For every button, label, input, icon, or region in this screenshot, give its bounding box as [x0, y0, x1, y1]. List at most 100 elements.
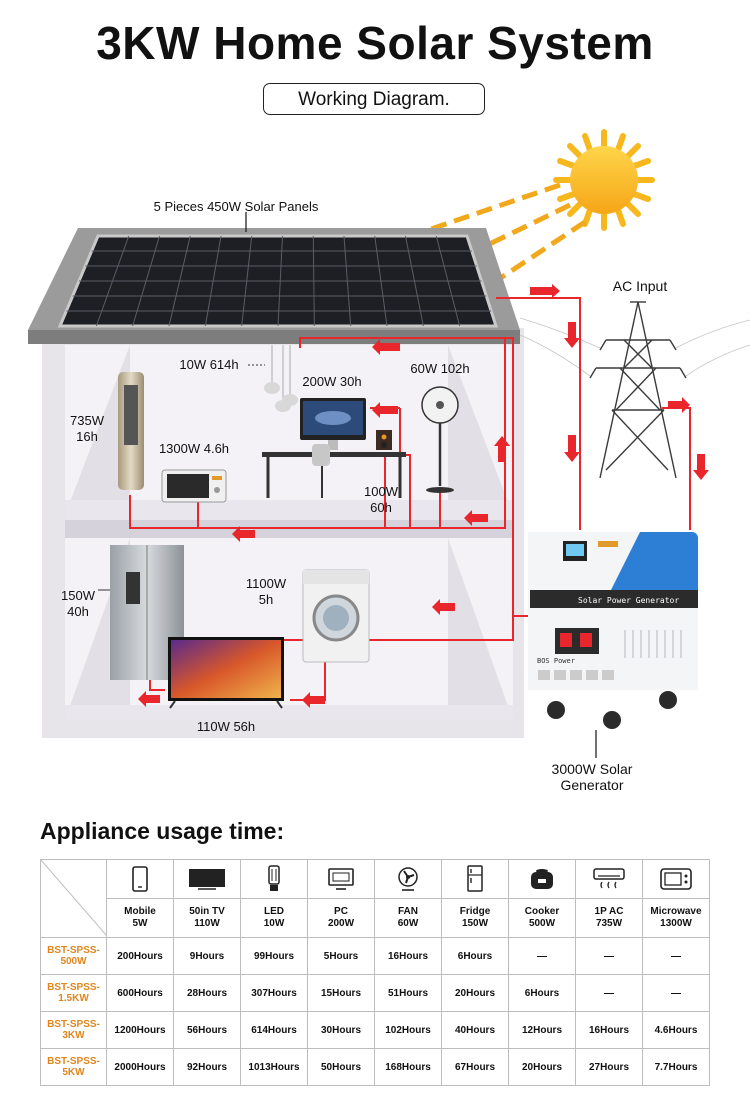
- table-corner: [40, 859, 107, 938]
- cooker-icon: [531, 869, 553, 889]
- washer-label-line2: 5h: [259, 592, 273, 607]
- working-diagram: 5 Pieces 450W Solar Panels AC Input Sola…: [28, 129, 750, 793]
- fan-icon: [421, 386, 459, 493]
- speaker-icon: [376, 430, 392, 450]
- solar-panels-label: 5 Pieces 450W Solar Panels: [154, 199, 319, 214]
- table-cell: 1013Hours: [240, 1048, 308, 1086]
- fan-label: 60W 102h: [410, 361, 469, 376]
- page-title: 3KW Home Solar System: [96, 17, 654, 69]
- column-icon-cell: [173, 859, 241, 899]
- table-cell: 1200Hours: [106, 1011, 174, 1049]
- ac-label-line2: 16h: [76, 429, 98, 444]
- column-icon-cell: [508, 859, 576, 899]
- fridge-icon: [467, 865, 483, 892]
- table-cell: 7.7Hours: [642, 1048, 710, 1086]
- solar-panels: [57, 234, 499, 328]
- generator-model-text: BOS Power: [537, 657, 575, 665]
- tv-icon: [168, 637, 284, 709]
- table-cell: 30Hours: [307, 1011, 375, 1049]
- table-cell: 15Hours: [307, 974, 375, 1012]
- microwave-icon: [660, 868, 692, 890]
- column-icon-cell: [240, 859, 308, 899]
- table-cell: 12Hours: [508, 1011, 576, 1049]
- table-row: BST-SPSS-500W 200Hours 9Hours 99Hours 5H…: [40, 937, 710, 975]
- ac-input-label: AC Input: [613, 278, 668, 294]
- column-icon-cell: [575, 859, 643, 899]
- table-row: BST-SPSS-1.5KW 600Hours 28Hours 307Hours…: [40, 974, 710, 1012]
- corner-diagonal: [41, 860, 107, 936]
- table-cell: 168Hours: [374, 1048, 442, 1086]
- column-icon-cell: [374, 859, 442, 899]
- table-cell: 9Hours: [173, 937, 241, 975]
- table-cell: 51Hours: [374, 974, 442, 1012]
- table-cell: 4.6Hours: [642, 1011, 710, 1049]
- ac-label-line1: 735W: [70, 413, 105, 428]
- microwave-icon: [161, 469, 227, 503]
- sun-icon: [553, 129, 655, 231]
- table-cell: 2000Hours: [106, 1048, 174, 1086]
- table-cell: 20Hours: [508, 1048, 576, 1086]
- column-icon-cell: [642, 859, 710, 899]
- table-cell: 28Hours: [173, 974, 241, 1012]
- fan-icon: [398, 867, 418, 891]
- icon-row: [40, 859, 710, 938]
- subtitle-badge: Working Diagram.: [263, 83, 485, 115]
- table-cell: 16Hours: [374, 937, 442, 975]
- row-header: BST-SPSS-5KW: [40, 1048, 107, 1086]
- table-cell: 67Hours: [441, 1048, 509, 1086]
- table-cell: 50Hours: [307, 1048, 375, 1086]
- fridge-label-line1: 150W: [61, 588, 96, 603]
- table-cell: 40Hours: [441, 1011, 509, 1049]
- table-cell: —: [642, 974, 710, 1012]
- washer-label-line1: 1100W: [246, 576, 287, 591]
- table-cell: 5Hours: [307, 937, 375, 975]
- led-lamp-icon: [264, 345, 298, 412]
- pc-icon: [328, 868, 354, 890]
- table-cell: 92Hours: [173, 1048, 241, 1086]
- table-cell: 20Hours: [441, 974, 509, 1012]
- table-cell: 600Hours: [106, 974, 174, 1012]
- table-cell: 99Hours: [240, 937, 308, 975]
- row-header: BST-SPSS-3KW: [40, 1011, 107, 1049]
- microwave-label: 1300W 4.6h: [159, 441, 229, 456]
- table-cell: 6Hours: [508, 974, 576, 1012]
- tv-label: 110W 56h: [197, 719, 255, 734]
- pc-icon: [262, 398, 406, 498]
- column-icon-cell: [307, 859, 375, 899]
- power-tower-icon: [589, 301, 687, 479]
- generator-panel-text: Solar Power Generator: [578, 596, 679, 605]
- table-cell: 56Hours: [173, 1011, 241, 1049]
- fridge-label-line2: 40h: [67, 604, 89, 619]
- power-lines: [519, 317, 750, 377]
- pc-label: 200W 30h: [302, 374, 361, 389]
- row-header: BST-SPSS-500W: [40, 937, 107, 975]
- table-cell: —: [642, 937, 710, 975]
- table-row: BST-SPSS-5KW 2000Hours 92Hours 1013Hours…: [40, 1048, 710, 1086]
- led-bulb-icon: [268, 865, 280, 891]
- table-cell: —: [508, 937, 576, 975]
- washing-machine-icon: [302, 569, 370, 663]
- table-cell: —: [575, 974, 643, 1012]
- table-cell: 6Hours: [441, 937, 509, 975]
- table-row: BST-SPSS-3KW 1200Hours 56Hours 614Hours …: [40, 1011, 710, 1049]
- table-cell: 102Hours: [374, 1011, 442, 1049]
- table-cell: 614Hours: [240, 1011, 308, 1049]
- led-label: 10W 614h: [179, 357, 238, 372]
- table-cell: —: [575, 937, 643, 975]
- speaker-label-line2: 60h: [370, 500, 392, 515]
- mobile-icon: [132, 866, 148, 892]
- flow-arrows: [138, 284, 709, 708]
- generator-label-line2: Generator: [560, 777, 623, 793]
- row-header: BST-SPSS-1.5KW: [40, 974, 107, 1012]
- generator-label-line1: 3000W Solar: [552, 761, 633, 777]
- column-icon-cell: [441, 859, 509, 899]
